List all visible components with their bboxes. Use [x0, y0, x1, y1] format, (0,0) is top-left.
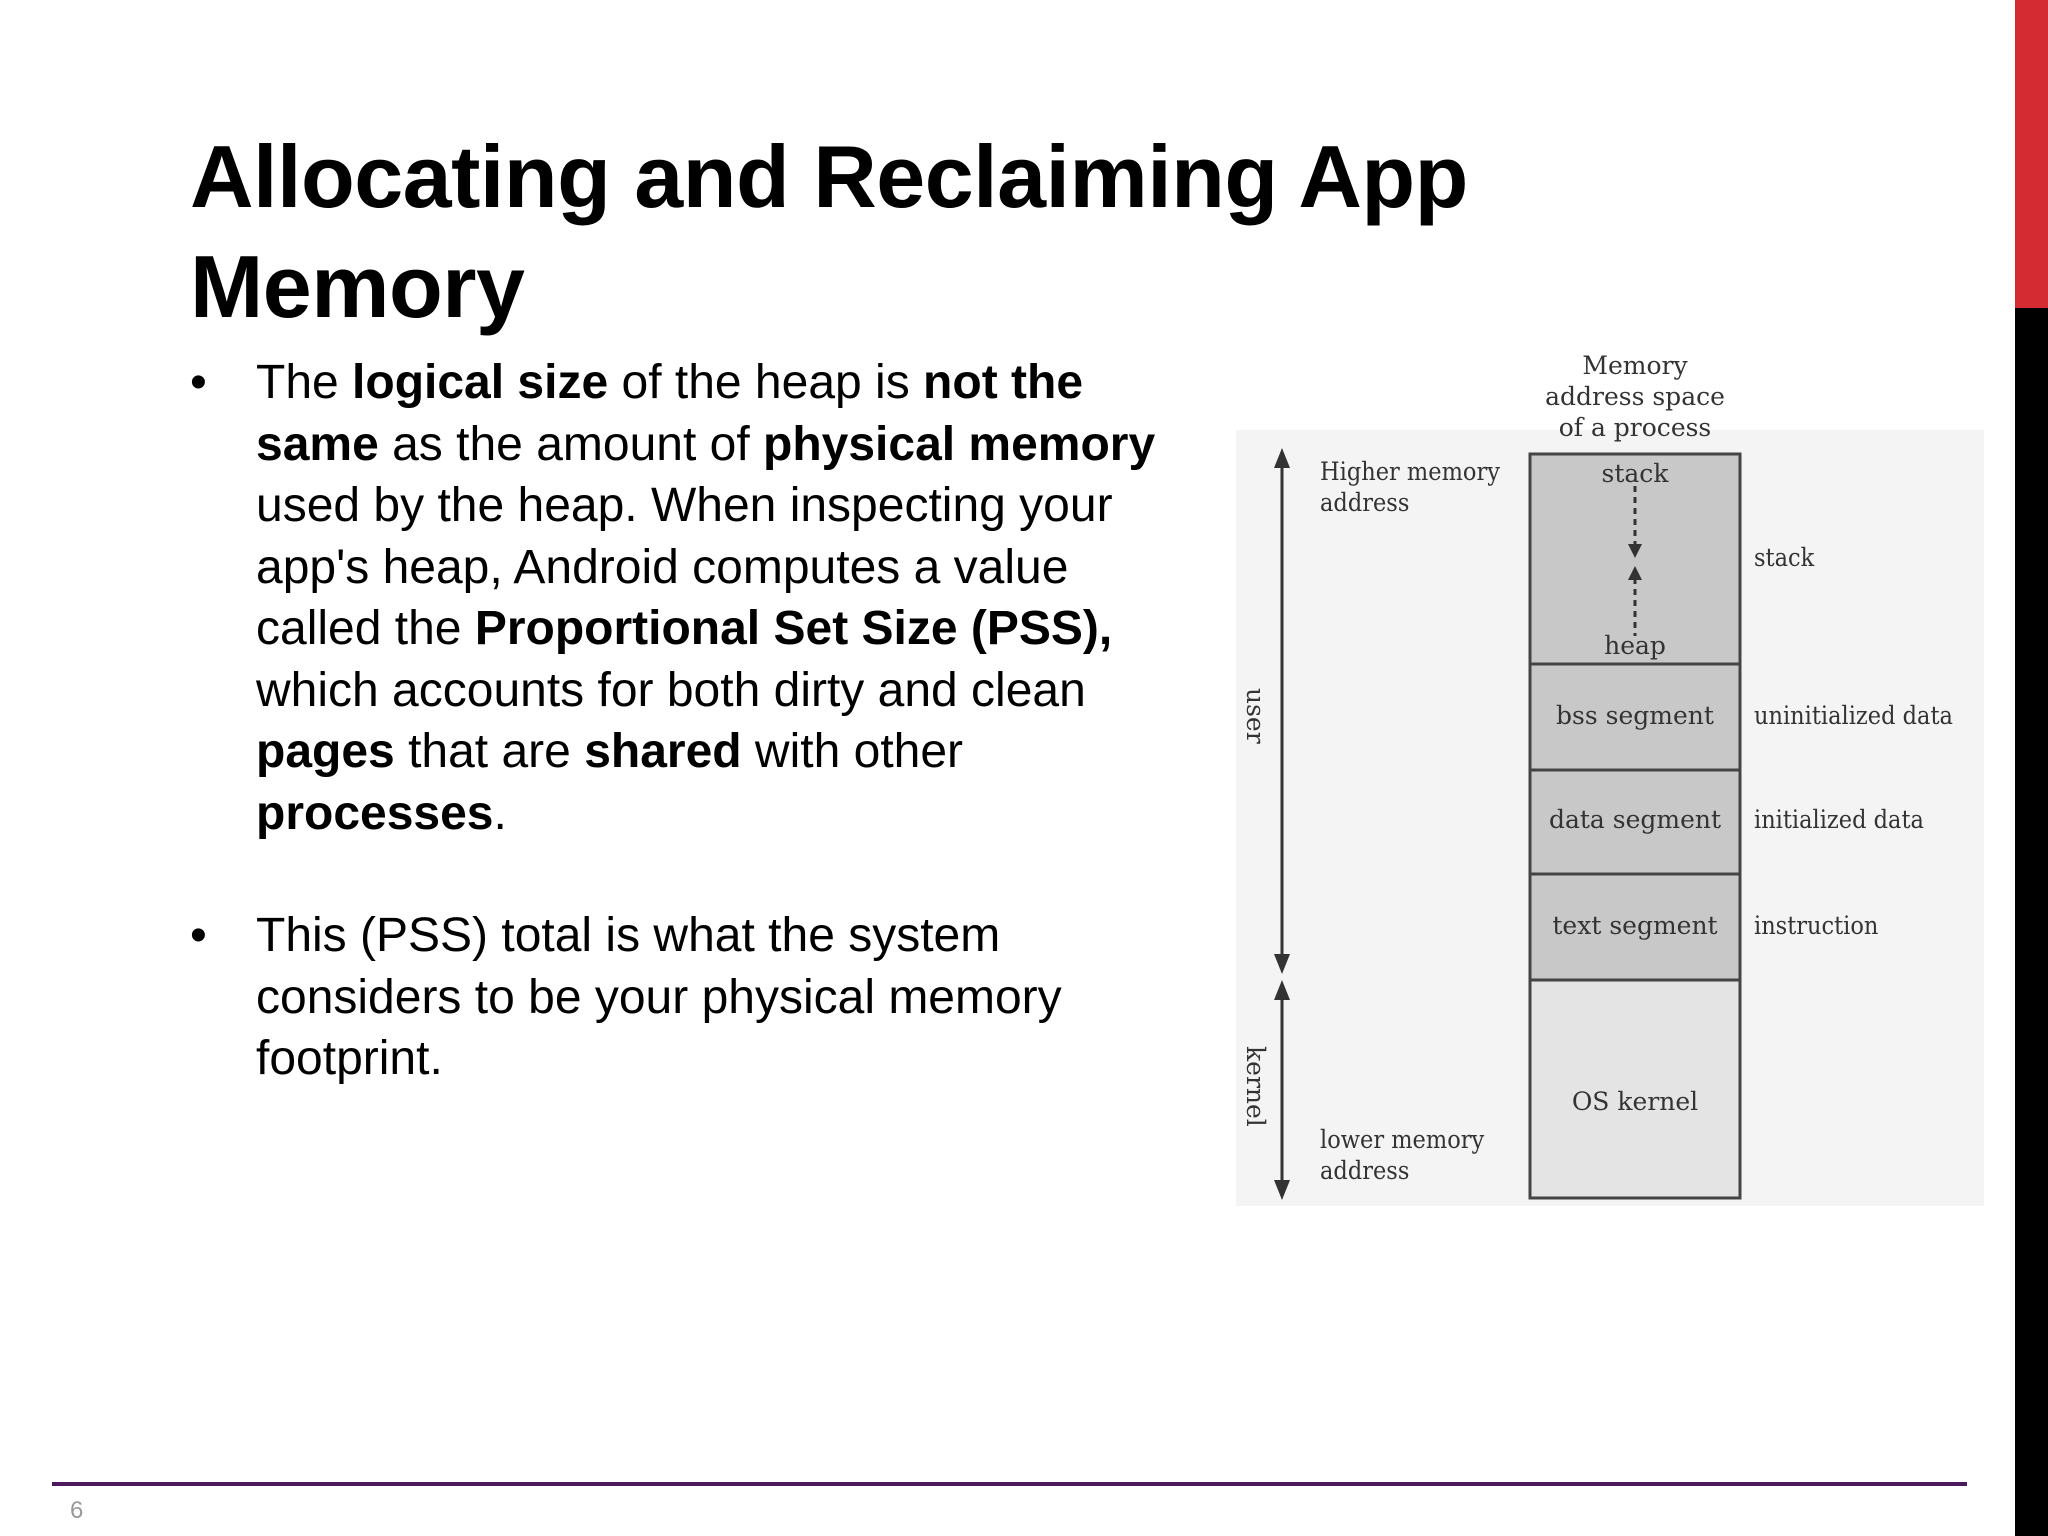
memory-layout-diagram: Memory address space of a process Higher…: [1236, 346, 1996, 1206]
bullet-text: This (PSS) total is what the system cons…: [256, 909, 1062, 1085]
bullet-list: • The logical size of the heap is not th…: [190, 352, 1180, 1090]
text-run: with other: [741, 725, 964, 778]
text-run: used by the heap. When inspecting your a…: [256, 479, 1113, 655]
text-run: which accounts for both dirty and clean: [256, 663, 1086, 717]
bullet-item: • This (PSS) total is what the system co…: [190, 905, 1180, 1090]
bss-segment-label: bss segment: [1556, 701, 1714, 730]
text-run-bold: shared: [584, 725, 742, 778]
text-segment-label: text segment: [1552, 911, 1718, 940]
text-run-bold: processes: [256, 786, 494, 840]
down-arrow-head: [1274, 954, 1290, 974]
text-run: The: [256, 356, 353, 409]
bullet-text: The logical size of the heap is not the …: [256, 356, 1155, 840]
title-line-2: Memory: [190, 237, 525, 336]
text-run: as the amount of: [378, 417, 763, 471]
accent-bar-red: [2015, 0, 2048, 308]
label-line: lower memory: [1320, 1125, 1485, 1154]
bullet-dot: •: [190, 356, 207, 409]
higher-address-label: Higher memory address: [1320, 456, 1500, 518]
initialized-data-label: initialized data: [1754, 805, 1924, 834]
data-segment-label: data segment: [1548, 805, 1722, 834]
kernel-label: kernel: [1241, 1046, 1270, 1127]
text-run-bold: not the same: [256, 356, 1084, 471]
header-line: address space: [1545, 382, 1725, 411]
stack-arrow-head: [1628, 544, 1642, 558]
title-line-1: Allocating and Reclaiming App: [190, 127, 1468, 226]
down-arrow-head: [1274, 1180, 1290, 1200]
text-run: that are: [394, 725, 585, 778]
header-line: Memory: [1582, 351, 1688, 380]
label-line: address: [1320, 488, 1410, 517]
header-line: of a process: [1558, 413, 1712, 442]
lower-address-label: lower memory address: [1320, 1124, 1484, 1186]
heap-arrow-head: [1628, 566, 1642, 580]
page-number: 6: [70, 1497, 84, 1524]
instruction-label: instruction: [1754, 911, 1879, 940]
bullet-item: • The logical size of the heap is not th…: [190, 352, 1180, 844]
text-run-bold: Proportional Set Size (PSS),: [474, 602, 1113, 655]
text-run: of the heap is: [608, 356, 924, 409]
user-label: user: [1241, 688, 1270, 744]
text-run-bold: logical size: [352, 356, 609, 409]
label-line: Higher memory: [1320, 457, 1500, 486]
text-run: .: [493, 786, 507, 840]
stack-side-label: stack: [1754, 543, 1815, 572]
footer-divider: [52, 1482, 1967, 1486]
up-arrow-head: [1274, 448, 1290, 468]
uninitialized-data-label: uninitialized data: [1754, 701, 1953, 730]
text-run-bold: physical memory: [763, 417, 1156, 471]
stack-label: stack: [1601, 459, 1669, 488]
diagram-header: Memory address space of a process: [1530, 350, 1740, 443]
bullet-dot: •: [190, 909, 207, 962]
label-line: address: [1320, 1156, 1410, 1185]
slide-title: Allocating and Reclaiming App Memory: [190, 122, 1640, 342]
os-kernel-label: OS kernel: [1571, 1087, 1699, 1116]
heap-label: heap: [1604, 631, 1666, 660]
accent-bar-black: [2015, 308, 2048, 1536]
up-arrow-head: [1274, 980, 1290, 1000]
kernel-space-block: [1528, 978, 1742, 1200]
diagram-graphic: [1236, 430, 1984, 1206]
text-run-bold: pages: [256, 725, 395, 778]
